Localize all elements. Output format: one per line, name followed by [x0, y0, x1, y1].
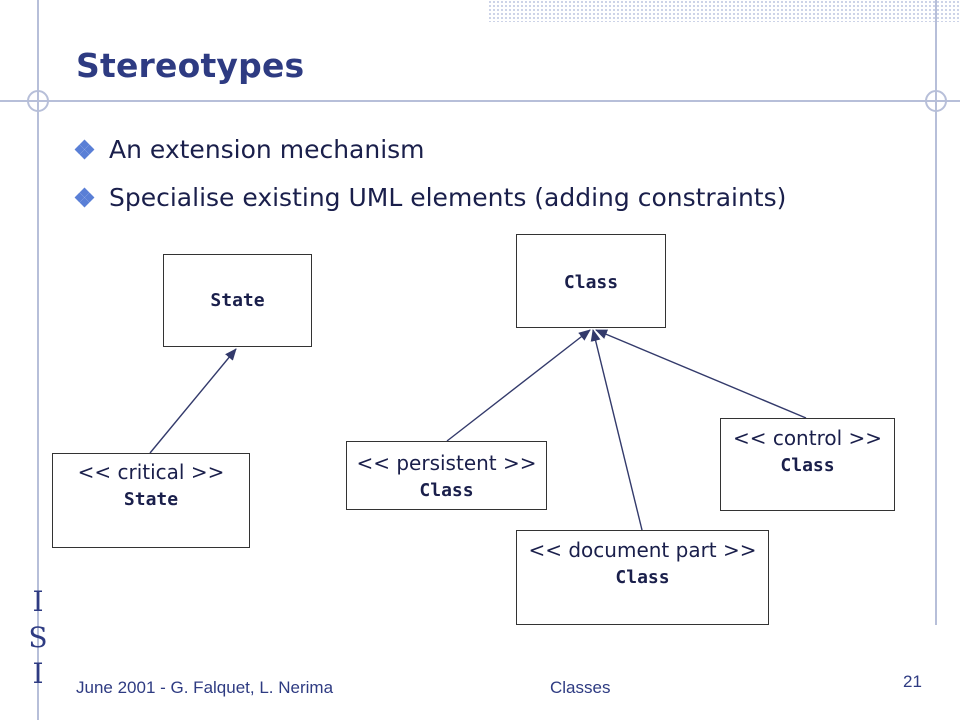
bullet-item: Specialise existing UML elements (adding… — [74, 174, 787, 222]
control-stereotype: << control >> — [732, 426, 883, 450]
control-class-label: Class — [780, 455, 835, 476]
persistent-stereotype: << persistent >> — [356, 451, 537, 475]
bullet-text: An extension mechanism — [109, 135, 425, 164]
arrow-control-to-class — [595, 329, 807, 419]
frame-line-top-horizontal — [0, 100, 960, 102]
arrow-persistent-to-class — [446, 329, 591, 442]
critical-stereotype: << critical >> — [77, 460, 225, 484]
isi-letter: I — [32, 657, 44, 690]
frame-ring-right — [925, 90, 947, 112]
isi-letter: S — [28, 621, 48, 654]
control-class-box: << control >> Class — [720, 418, 895, 511]
isi-logo: I S I — [26, 584, 50, 692]
page-number: 21 — [903, 672, 922, 691]
state-label: State — [210, 290, 265, 311]
frame-ring-left — [27, 90, 49, 112]
critical-state-box: << critical >> State — [52, 453, 250, 548]
footer-section: Classes — [550, 678, 611, 697]
document-part-class-box: << document part >> Class — [516, 530, 769, 625]
frame-line-right-vertical — [935, 0, 937, 625]
bullet-text: Specialise existing UML elements (adding… — [109, 183, 787, 212]
document-part-stereotype: << document part >> — [528, 538, 757, 562]
document-part-class-label: Class — [615, 567, 670, 588]
class-box: Class — [516, 234, 666, 328]
arrow-document-part-to-class — [590, 329, 643, 531]
class-label: Class — [563, 272, 619, 293]
footer-authors: June 2001 - G. Falquet, L. Nerima — [76, 678, 334, 697]
isi-letter: I — [32, 585, 44, 618]
slide-title: Stereotypes — [76, 46, 305, 85]
critical-state-label: State — [123, 489, 179, 510]
dotted-header-pattern — [488, 0, 960, 22]
bullet-list: An extension mechanism Specialise existi… — [74, 126, 787, 222]
arrow-critical-to-state — [149, 348, 237, 454]
state-class-box: State — [163, 254, 312, 347]
persistent-class-box: << persistent >> Class — [346, 441, 547, 510]
bullet-item: An extension mechanism — [74, 126, 786, 174]
persistent-class-label: Class — [419, 480, 474, 501]
frame-line-left-vertical — [37, 0, 39, 720]
